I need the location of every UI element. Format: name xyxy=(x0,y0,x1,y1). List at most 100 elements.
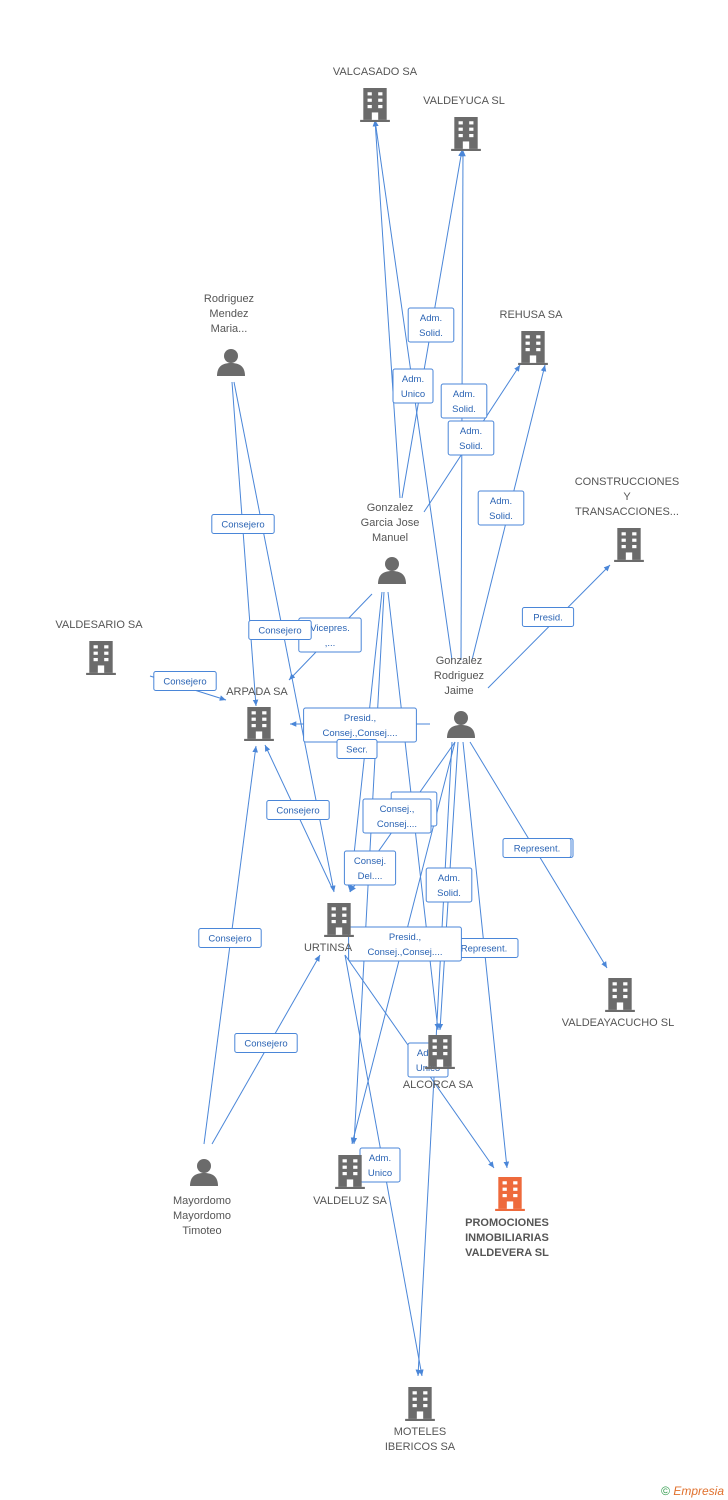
edge-label-text: Consejero xyxy=(244,1039,287,1050)
edge-label: Adm.Solid. xyxy=(447,420,495,456)
node-label: TRANSACCIONES... xyxy=(575,506,679,518)
node-label: VALDELUZ SA xyxy=(313,1195,387,1207)
edge-label: Consej. Del.... xyxy=(343,850,397,886)
node-label: IBERICOS SA xyxy=(385,1441,456,1453)
edge-label-box xyxy=(477,490,525,526)
edge-label-text: Consej. xyxy=(354,856,386,867)
node-valdeyuca[interactable]: VALDEYUCA SL xyxy=(423,95,505,151)
node-valdeluz[interactable]: VALDELUZ SA xyxy=(313,1155,388,1207)
building-icon xyxy=(495,1177,525,1211)
building-icon xyxy=(605,978,635,1012)
edge-label-text: Consej.,Consej.... xyxy=(368,947,443,958)
edge-label-box xyxy=(440,383,488,419)
node-arpada[interactable]: ARPADA SA xyxy=(226,686,288,741)
edge-label-box xyxy=(343,850,397,886)
node-rodriguez[interactable]: RodriguezMendezMaria... xyxy=(204,293,254,376)
edge-label: Presid.,Consej.,Consej.... xyxy=(303,707,417,743)
building-icon xyxy=(244,707,274,741)
edge-label-text: Unico xyxy=(401,389,425,400)
edge-label: Adm.Solid. xyxy=(425,867,473,903)
edge-label-text: Adm. xyxy=(420,313,442,324)
edge-label-text: Solid. xyxy=(452,404,476,415)
edge-label-box xyxy=(362,798,432,834)
node-label: Gonzalez xyxy=(436,655,482,667)
building-icon xyxy=(518,331,548,365)
edge-label-text: Solid. xyxy=(419,328,443,339)
edge-label: Consej., Consej.... xyxy=(362,798,432,834)
node-alcorca[interactable]: ALCORCA SA xyxy=(403,1035,474,1091)
edge-label: Vicepres.,... xyxy=(298,617,362,653)
edge-label-text: Consej.... xyxy=(377,819,417,830)
edge-label-text: Consej., xyxy=(380,804,415,815)
node-label: VALDESARIO SA xyxy=(55,619,143,631)
building-icon xyxy=(451,117,481,151)
node-label: INMOBILIARIAS xyxy=(465,1232,549,1244)
edge-label-text: Adm. xyxy=(490,496,512,507)
person-icon xyxy=(190,1159,218,1186)
node-label: Garcia Jose xyxy=(361,517,420,529)
edge-label-text: Consejero xyxy=(208,934,251,945)
edge-gonzalez_manuel-to-valcasado xyxy=(372,119,401,499)
edge-rodriguez-to-arpada xyxy=(231,381,259,707)
edge-label-text: Secr. xyxy=(346,745,368,756)
edge-label-text: Adm. xyxy=(417,1048,439,1059)
edge-label-text: Adm. xyxy=(438,873,460,884)
edge-label: Presid.,Consej.,Consej.... xyxy=(348,926,462,962)
node-label: VALDEYUCA SL xyxy=(423,95,505,107)
edge-label-text: Del.... xyxy=(358,871,383,882)
node-label: Y xyxy=(623,491,631,503)
edge-label-text: Unico xyxy=(368,1168,392,1179)
edge-label-text: Adm. xyxy=(453,389,475,400)
edge-label-text: Consejero xyxy=(163,677,206,688)
edge-label: Consejero xyxy=(234,1033,298,1053)
edge-label-box xyxy=(447,420,495,456)
edge-label: Represent. xyxy=(502,838,572,858)
edge-label-box xyxy=(502,838,572,858)
node-label: URTINSA xyxy=(304,942,353,954)
edge-label-text: Consejero xyxy=(258,626,301,637)
node-valcasado[interactable]: VALCASADO SA xyxy=(333,66,418,122)
node-label: Timoteo xyxy=(182,1225,221,1237)
edge-label: Adm.Unico xyxy=(359,1147,401,1183)
node-label: Rodriguez xyxy=(204,293,254,305)
node-label: PROMOCIONES xyxy=(465,1217,549,1229)
edge-label-text: ,... xyxy=(325,638,336,649)
node-rehusa[interactable]: REHUSA SA xyxy=(500,309,564,365)
building-icon xyxy=(405,1387,435,1421)
building-icon xyxy=(360,88,390,122)
edge-label-text: Adm. xyxy=(460,426,482,437)
node-urtinsa[interactable]: URTINSA xyxy=(304,903,354,954)
edge-label-box xyxy=(211,514,275,534)
building-icon xyxy=(86,641,116,675)
edge-label-text: Consejero xyxy=(221,520,264,531)
person-icon xyxy=(447,711,475,738)
edge-label-box xyxy=(392,368,434,404)
edge-label: Consejero xyxy=(211,514,275,534)
edge-label-text: Presid., xyxy=(344,713,376,724)
edge-label: Consejero xyxy=(248,620,312,640)
node-valdesario[interactable]: VALDESARIO SA xyxy=(55,619,143,675)
footer-brand[interactable]: © Empresia xyxy=(661,1484,724,1498)
edge-label-box xyxy=(266,800,330,820)
edge-label: Adm.Unico xyxy=(392,368,434,404)
edge-label-text: Represent. xyxy=(461,944,507,955)
edge-label-box xyxy=(407,307,455,343)
edge-label-box xyxy=(153,671,217,691)
edge-label: Adm.Solid. xyxy=(477,490,525,526)
node-label: REHUSA SA xyxy=(500,309,564,321)
node-valdeayacucho[interactable]: VALDEAYACUCHO SL xyxy=(562,978,674,1029)
node-label: Mendez xyxy=(209,308,248,320)
edge-label-text: Presid. xyxy=(533,613,563,624)
node-label: ALCORCA SA xyxy=(403,1079,474,1091)
edge-label-text: Vicepres. xyxy=(310,623,349,634)
edge-label: Consejero xyxy=(153,671,217,691)
node-label: Rodriguez xyxy=(434,670,484,682)
node-construcciones[interactable]: CONSTRUCCIONESYTRANSACCIONES... xyxy=(575,476,680,562)
node-label: Gonzalez xyxy=(367,502,413,514)
